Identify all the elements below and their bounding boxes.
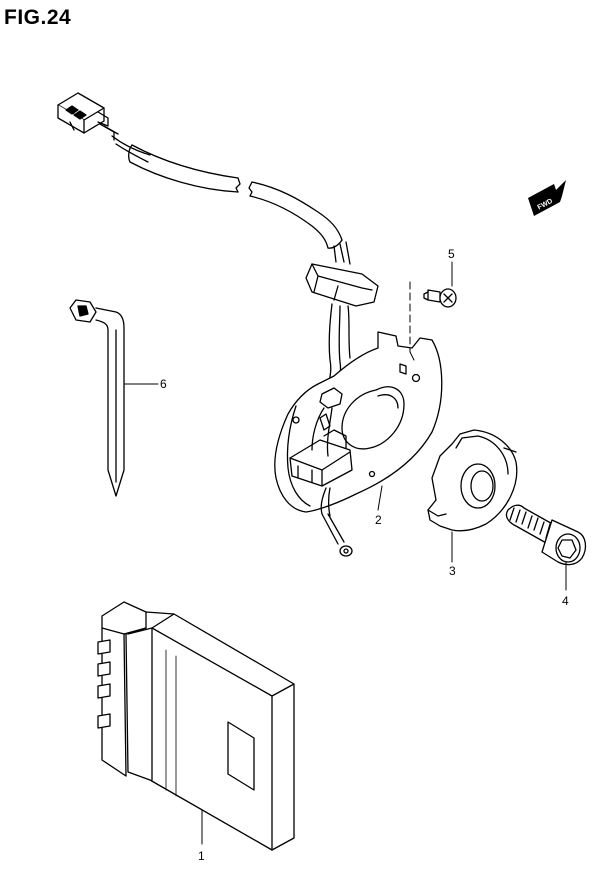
leader-lines bbox=[123, 261, 567, 845]
part-label-6: 6 bbox=[160, 377, 167, 391]
wire-harness bbox=[111, 135, 351, 265]
bolt-part-4 bbox=[505, 504, 587, 566]
part-label-4: 4 bbox=[562, 594, 569, 608]
cdi-unit-part-1 bbox=[97, 601, 295, 851]
probe-part-6 bbox=[69, 299, 125, 497]
part-label-2: 2 bbox=[375, 513, 382, 527]
part-label-1: 1 bbox=[198, 849, 205, 863]
wire-grommet bbox=[305, 263, 379, 307]
rotor-part-3 bbox=[427, 429, 518, 532]
part-label-5: 5 bbox=[448, 247, 455, 261]
screw-part-5 bbox=[423, 288, 457, 308]
figure-title: FIG.24 bbox=[4, 6, 72, 29]
part-label-3: 3 bbox=[449, 564, 456, 578]
pulser-plate bbox=[274, 331, 443, 557]
connector-plug bbox=[57, 92, 119, 141]
fwd-arrow-icon: FWD bbox=[528, 180, 566, 216]
